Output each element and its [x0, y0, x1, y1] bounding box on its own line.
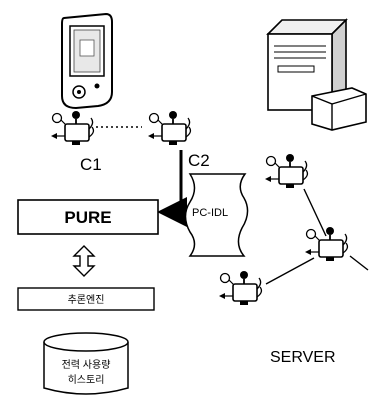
component-c2-icon [148, 111, 190, 145]
server-label: SERVER [270, 349, 336, 366]
pure-engine-double-arrow [74, 246, 94, 276]
server-link-1-2 [304, 189, 326, 236]
label-c1: C1 [80, 155, 102, 174]
server-link-2-3 [266, 258, 314, 284]
server-component-1-icon [265, 154, 307, 188]
label-c2: C2 [188, 151, 210, 170]
database-label-line1: 전력 사용량 [62, 359, 111, 371]
inference-engine-box: 추론엔진 [18, 288, 154, 310]
inference-engine-label: 추론엔진 [68, 294, 105, 306]
c2-to-pure-arrow [160, 150, 181, 212]
power-usage-history-database: 전력 사용량 히스토리 [44, 333, 128, 394]
component-c1-icon [51, 111, 93, 145]
server-component-2-icon [305, 227, 347, 261]
database-label-line2: 히스토리 [68, 374, 105, 386]
server-link-3-to-edge [350, 256, 368, 270]
pc-idl-document: PC-IDL [186, 174, 248, 256]
pc-idl-label: PC-IDL [192, 207, 228, 219]
pure-box: PURE [18, 200, 158, 234]
pure-label: PURE [64, 208, 111, 227]
server-component-3-icon [219, 271, 261, 305]
pda-icon [62, 14, 112, 108]
server-icon [268, 20, 366, 130]
